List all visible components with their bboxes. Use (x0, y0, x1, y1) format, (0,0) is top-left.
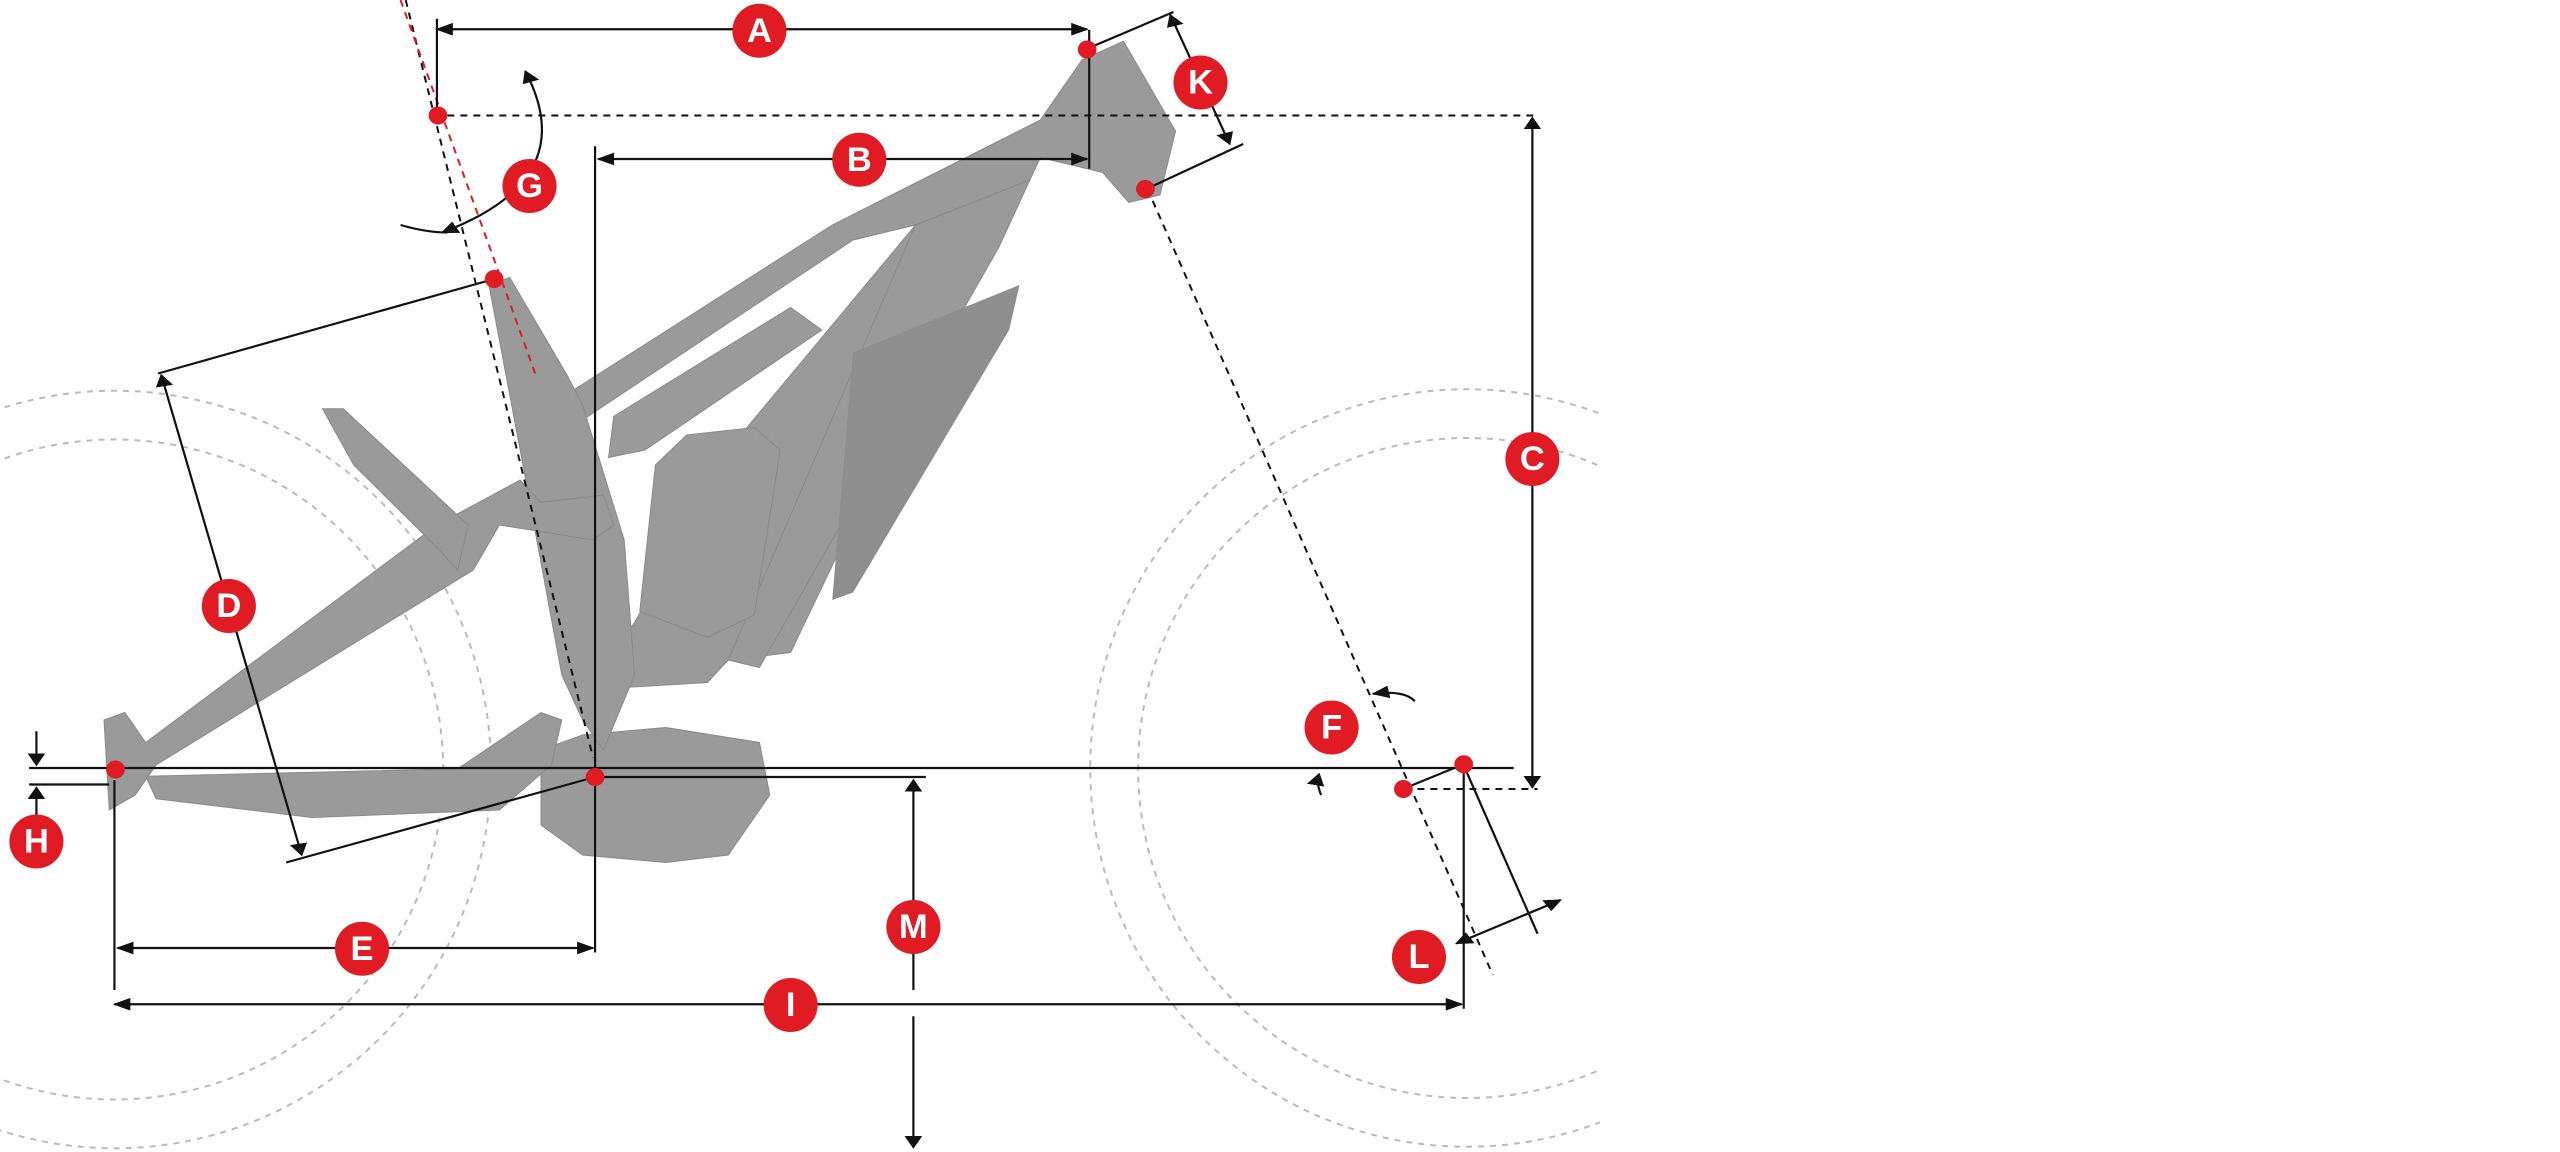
label-a: A (732, 3, 787, 58)
bike-frame (104, 41, 1176, 862)
svg-text:I: I (786, 986, 796, 1024)
label-e: E (334, 921, 390, 976)
svg-text:L: L (1408, 938, 1429, 976)
label-h: H (9, 814, 64, 869)
reference-points (106, 40, 1474, 798)
label-m: M (886, 900, 941, 954)
label-g: G (502, 159, 557, 213)
label-k: K (1173, 55, 1228, 110)
svg-text:B: B (847, 141, 872, 179)
svg-text:K: K (1188, 63, 1213, 101)
label-c: C (1505, 432, 1560, 486)
svg-text:G: G (516, 167, 543, 205)
svg-text:D: D (216, 587, 241, 625)
bike-geometry-diagram: A B C D E F G H I K L M (0, 0, 1600, 1152)
svg-text:H: H (24, 822, 49, 860)
label-i: I (763, 978, 818, 1032)
label-b: B (832, 132, 887, 187)
svg-text:F: F (1321, 708, 1342, 746)
svg-text:C: C (1520, 440, 1545, 478)
svg-text:E: E (351, 930, 374, 968)
label-d: D (201, 579, 256, 633)
svg-text:M: M (899, 908, 928, 946)
label-l: L (1391, 930, 1447, 984)
label-f: F (1304, 700, 1359, 755)
svg-text:A: A (747, 12, 772, 50)
